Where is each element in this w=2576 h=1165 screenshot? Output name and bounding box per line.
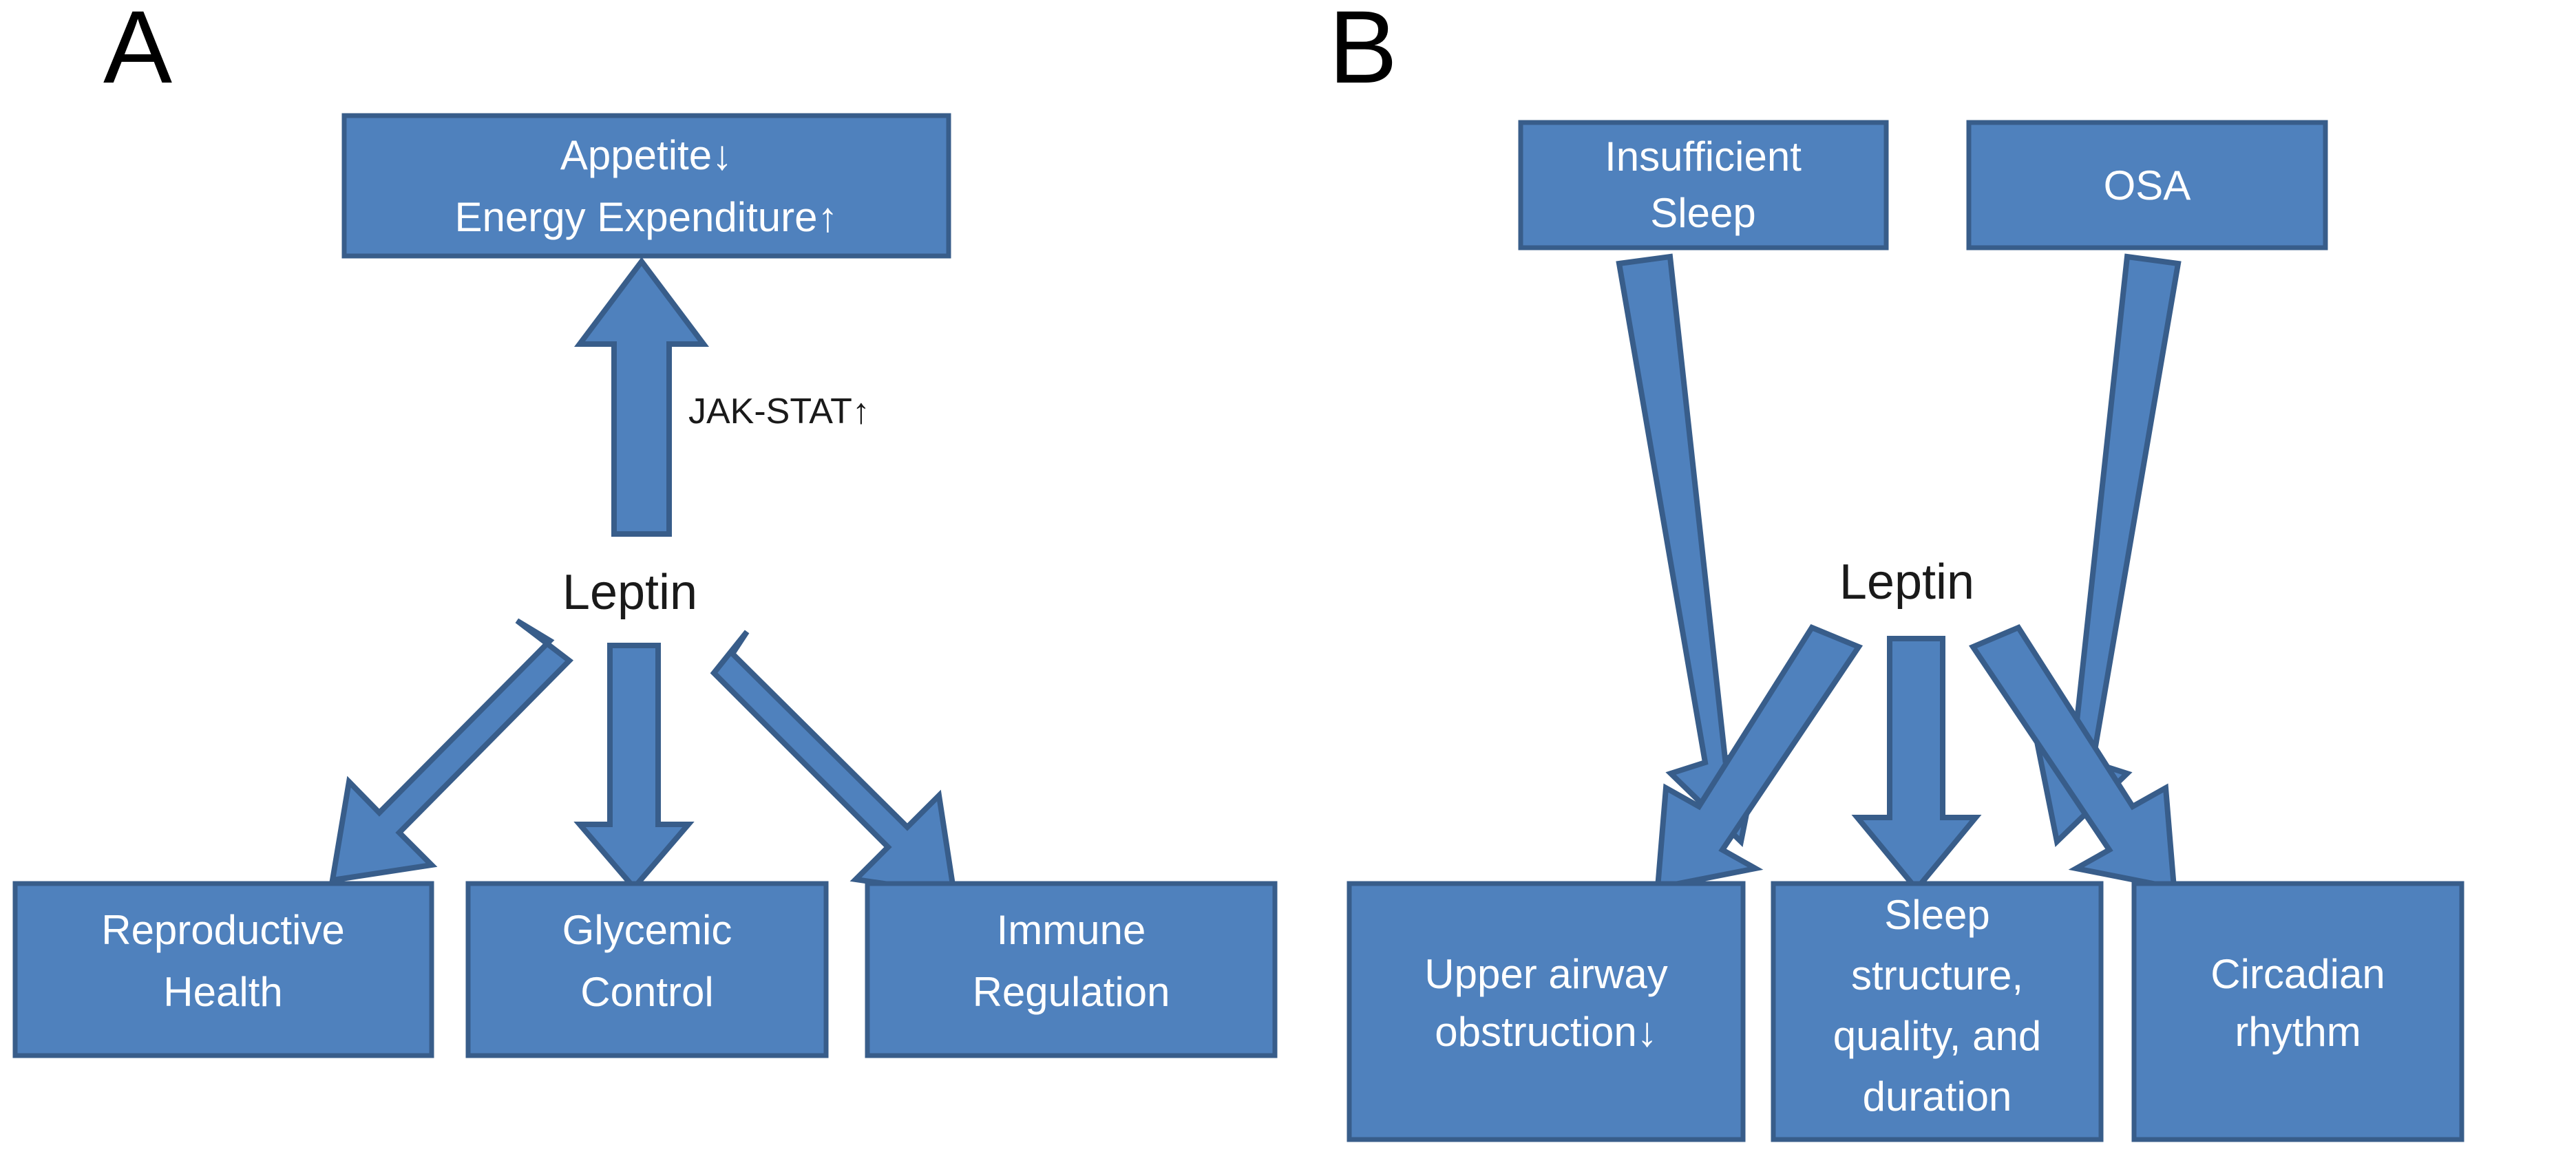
panel-b-bottom-box-3-line-2: rhythm [2235,1009,2361,1055]
panel-b-top-box-2-line-1: OSA [2104,162,2191,209]
panel-a-bottom-box-immune-regulation[interactable] [865,881,1278,1058]
panel-b-center-node-label: Leptin [1839,555,1974,610]
panel-b-letter: B [1329,0,1397,105]
panel-b-top-box-1-line-1: Insufficient [1605,133,1802,180]
panel-b-top-box-osa[interactable] [1966,120,2328,250]
panel-a-top-box[interactable] [341,113,951,259]
panel-b-bottom-box-2-line-2: structure, [1851,952,2023,998]
panel-b-top-box-insufficient-sleep[interactable] [1518,120,1889,250]
panel-a-bottom-box-3-line-1: Immune [997,907,1146,953]
panel-a-arrow-down-left [329,618,574,884]
panel-a-bottom-box-2-line-1: Glycemic [562,907,732,953]
panel-a-bottom-box-2-line-2: Control [580,969,713,1015]
panel-a-bottom-box-1-line-2: Health [163,969,282,1015]
panel-a-bottom-box-3-line-2: Regulation [973,969,1170,1015]
panel-a: A Appetite↓ Energy Expenditure↑ JAK-STAT… [12,0,1278,1058]
panel-a-top-box-line-2: Energy Expenditure↑ [455,194,838,240]
panel-b-bottom-box-sleep-structure[interactable] [1771,881,2104,1142]
panel-a-arrow-down-middle [573,643,695,893]
panel-b-bottom-box-2-line-4: duration [1863,1073,2012,1120]
panel-b-bottom-box-2-line-3: quality, and [1833,1013,2041,1059]
panel-a-letter: A [103,0,172,105]
panel-b-arrow-down-left [1654,624,1864,891]
panel-b-bottom-box-3-line-1: Circadian [2210,951,2385,997]
panel-b-bottom-box-2-line-1: Sleep [1884,892,1989,938]
panel-b-top-box-1-line-2: Sleep [1650,190,1755,236]
panel-b-bottom-box-1-line-2: obstruction↓ [1435,1009,1658,1055]
panel-a-center-node-label: Leptin [562,565,697,620]
panel-a-bottom-box-1-line-1: Reproductive [101,907,345,953]
panel-b-arrow-down-right [1968,623,2177,891]
panel-b-arrow-down-middle [1851,636,1982,894]
panel-b: B Insufficient Sleep OSA Leptin Upper ai… [1329,0,2464,1142]
panel-b-bottom-box-circadian-rhythm[interactable] [2131,881,2464,1142]
panel-b-bottom-box-upper-airway[interactable] [1347,881,1746,1142]
panel-a-arrow-down-right [710,630,958,897]
panel-b-bottom-box-1-line-1: Upper airway [1424,951,1667,997]
panel-a-edge-label-jak-stat: JAK-STAT↑ [688,392,870,431]
panel-a-top-box-line-1: Appetite↓ [560,132,732,178]
panel-a-arrow-up-to-top-box [574,257,709,537]
panel-a-bottom-box-glycemic-control[interactable] [465,881,829,1058]
panel-a-bottom-box-reproductive-health[interactable] [12,881,434,1058]
